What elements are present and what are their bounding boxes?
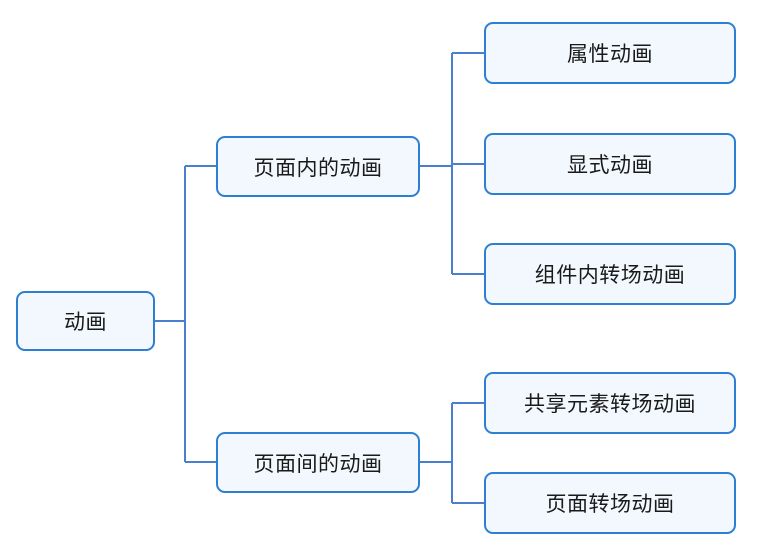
node-root[interactable]: 动画 xyxy=(16,291,155,351)
node-branch-between-pages[interactable]: 页面间的动画 xyxy=(216,432,420,493)
node-leaf-explicit-animation[interactable]: 显式动画 xyxy=(484,133,736,195)
node-leaf-shared-element-transition-animation[interactable]: 共享元素转场动画 xyxy=(484,372,736,434)
node-leaf-property-animation[interactable]: 属性动画 xyxy=(484,22,736,84)
node-leaf-page-transition-animation[interactable]: 页面转场动画 xyxy=(484,472,736,534)
node-leaf-component-transition-animation[interactable]: 组件内转场动画 xyxy=(484,243,736,305)
node-branch-in-page[interactable]: 页面内的动画 xyxy=(216,136,420,197)
